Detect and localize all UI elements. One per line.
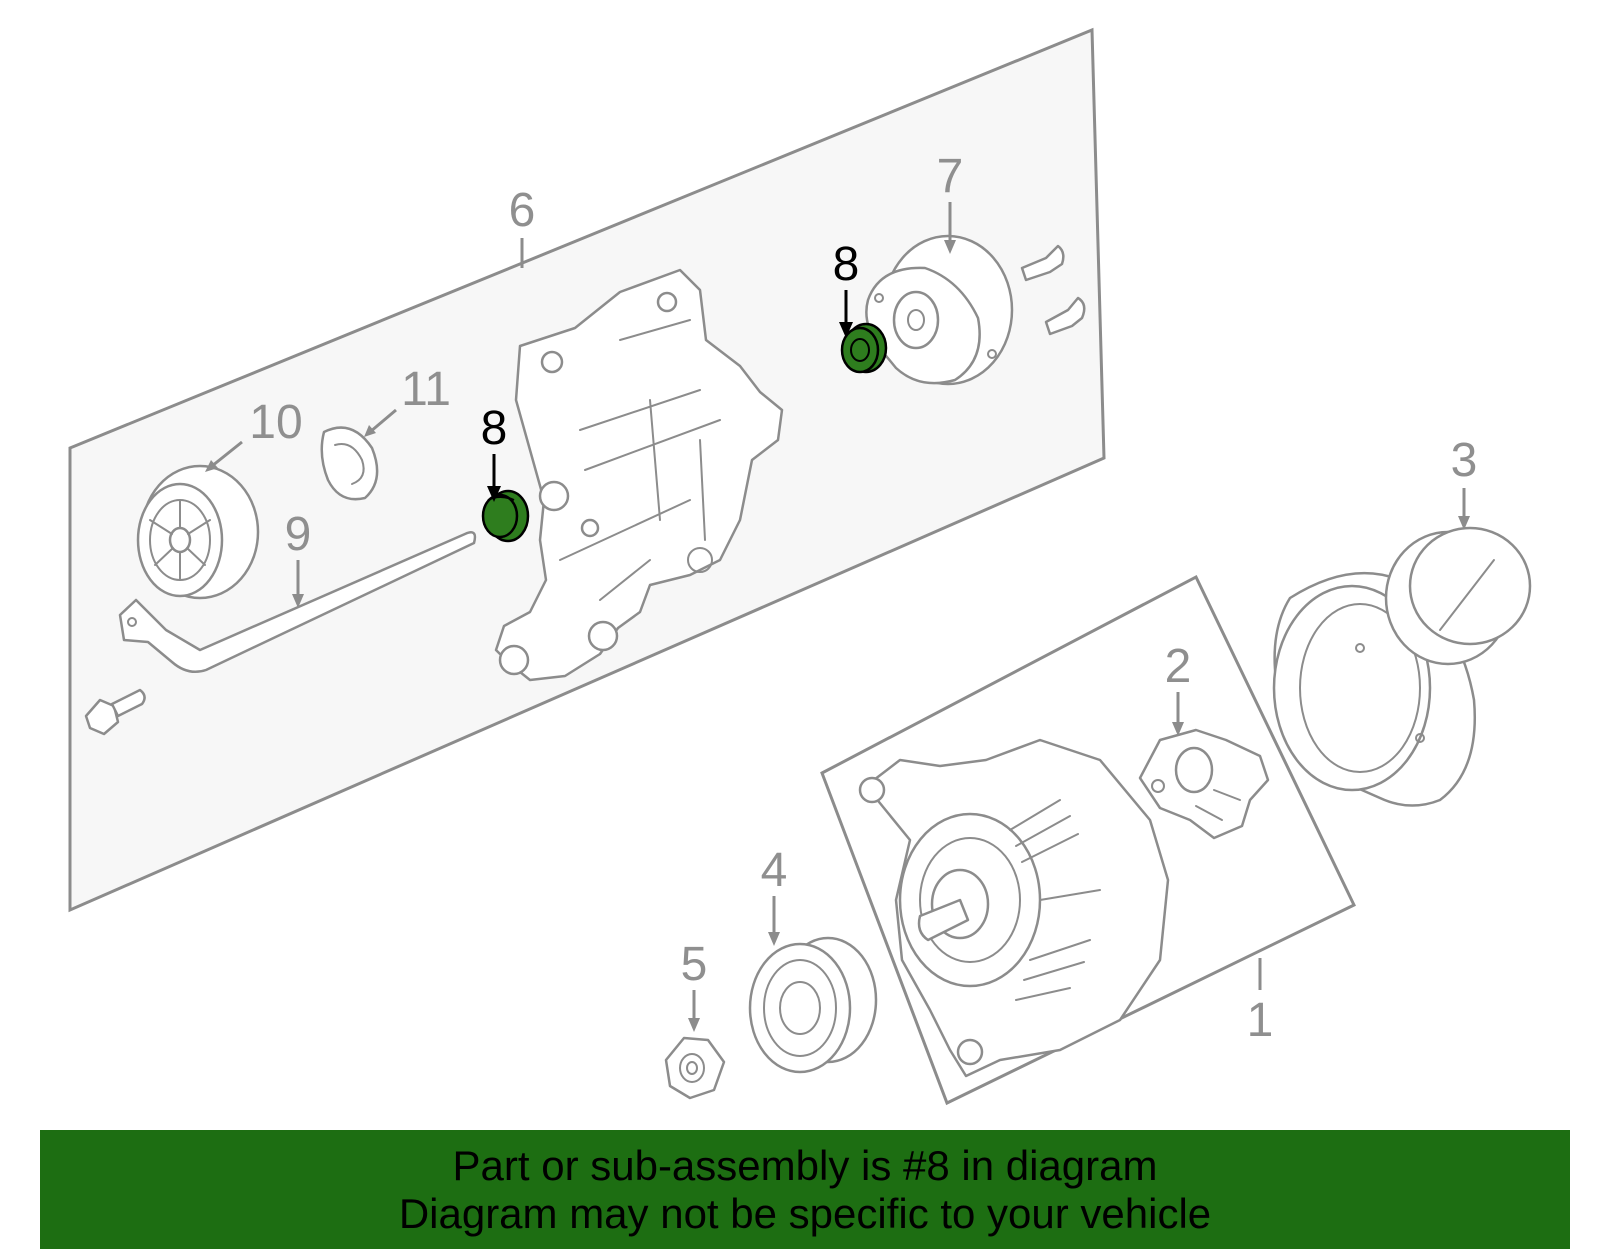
callout-8-right: 8	[833, 238, 860, 291]
banner-line-disclaimer: Diagram may not be specific to your vehi…	[398, 1189, 1212, 1237]
pump-housing-part-3	[1272, 526, 1532, 807]
callout-1: 1	[1247, 994, 1274, 1047]
callout-6: 6	[509, 184, 536, 237]
bolt-left	[84, 688, 146, 736]
mounting-bracket-part-6	[494, 268, 784, 682]
nut-part-5	[664, 1036, 726, 1100]
idler-pulley-part-10	[136, 464, 260, 600]
callout-5: 5	[681, 938, 708, 991]
callout-11: 11	[401, 363, 451, 416]
banner-line-part: Part or sub-assembly is #8 in diagram	[452, 1141, 1158, 1189]
leader-lines	[205, 202, 1470, 1032]
bushing-part-8-left	[481, 489, 530, 543]
tensioner-part-7	[865, 234, 1014, 386]
alternator-part-1	[858, 738, 1170, 1078]
callout-10: 10	[249, 396, 302, 449]
callout-3: 3	[1451, 434, 1478, 487]
pulley-part-4	[748, 936, 878, 1074]
callout-9: 9	[285, 508, 312, 561]
cover-part-11	[320, 426, 379, 501]
bushing-part-8-right	[840, 322, 888, 374]
adjusting-arm-part-9	[118, 531, 477, 673]
callout-4: 4	[761, 844, 788, 897]
callout-7: 7	[937, 150, 964, 203]
callout-2: 2	[1165, 640, 1192, 693]
bolt-upper-right	[1020, 244, 1086, 336]
callout-8-left: 8	[481, 402, 508, 455]
regulator-part-2	[1138, 728, 1270, 840]
info-banner: Part or sub-assembly is #8 in diagram Di…	[40, 1130, 1570, 1249]
